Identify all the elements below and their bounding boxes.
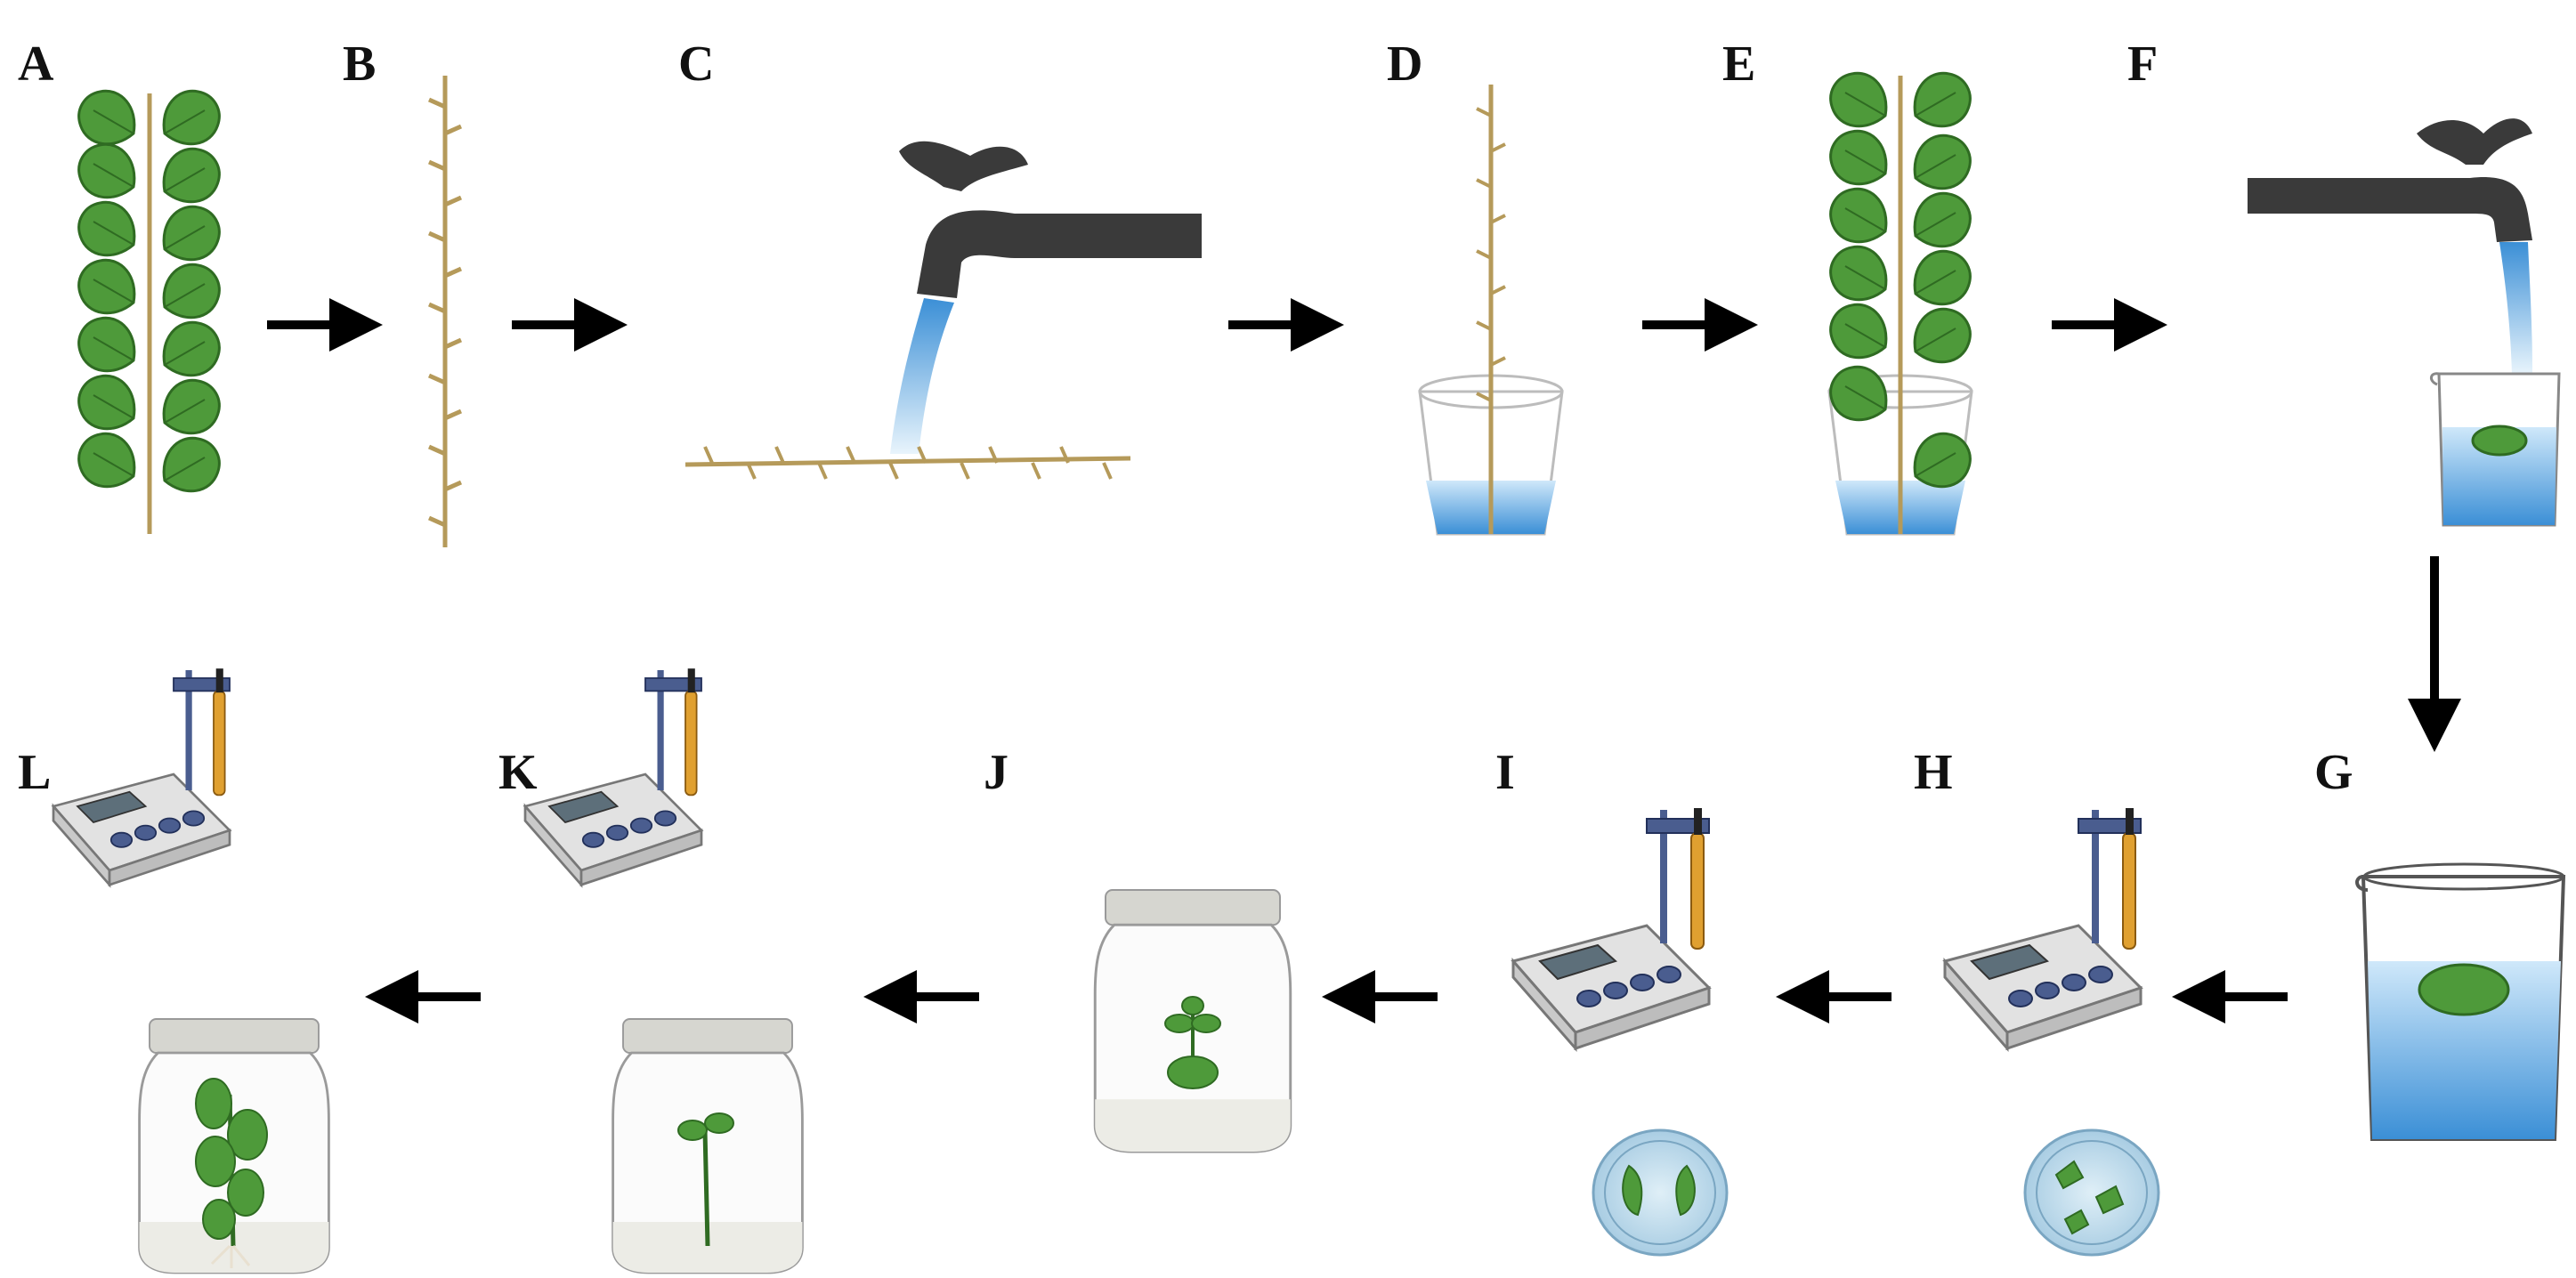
panel-label-a: A: [18, 36, 54, 92]
panel-f-faucet-beaker: [2248, 118, 2561, 527]
panel-label-k: K: [498, 745, 538, 800]
panel-label-h: H: [1914, 745, 1953, 800]
panel-label-c: C: [678, 36, 715, 92]
panel-label-j: J: [984, 745, 1009, 800]
panel-label-b: B: [343, 36, 377, 92]
panel-d-stem-in-water: [1418, 85, 1564, 536]
panel-label-l: L: [18, 745, 52, 800]
panel-h-meter-dish: [1943, 806, 2160, 1257]
panel-c-faucet-rinse: [685, 141, 1202, 480]
panel-e-rooted-vine: [1819, 61, 1981, 536]
panel-g-beaker-explants: [2355, 862, 2566, 1141]
panel-label-f: F: [2127, 36, 2159, 92]
panel-j-jar-shoot: [1093, 888, 1292, 1153]
panel-k-meter-jar: [523, 667, 804, 1274]
panel-b-stem: [427, 76, 463, 547]
panel-label-d: D: [1387, 36, 1423, 92]
panel-label-i: I: [1495, 745, 1515, 800]
panel-a-vine: [68, 79, 231, 534]
panel-l-meter-jar: [52, 667, 330, 1274]
panel-label-g: G: [2314, 745, 2353, 800]
panel-label-e: E: [1722, 36, 1756, 92]
panel-i-meter-dish: [1511, 806, 1729, 1257]
